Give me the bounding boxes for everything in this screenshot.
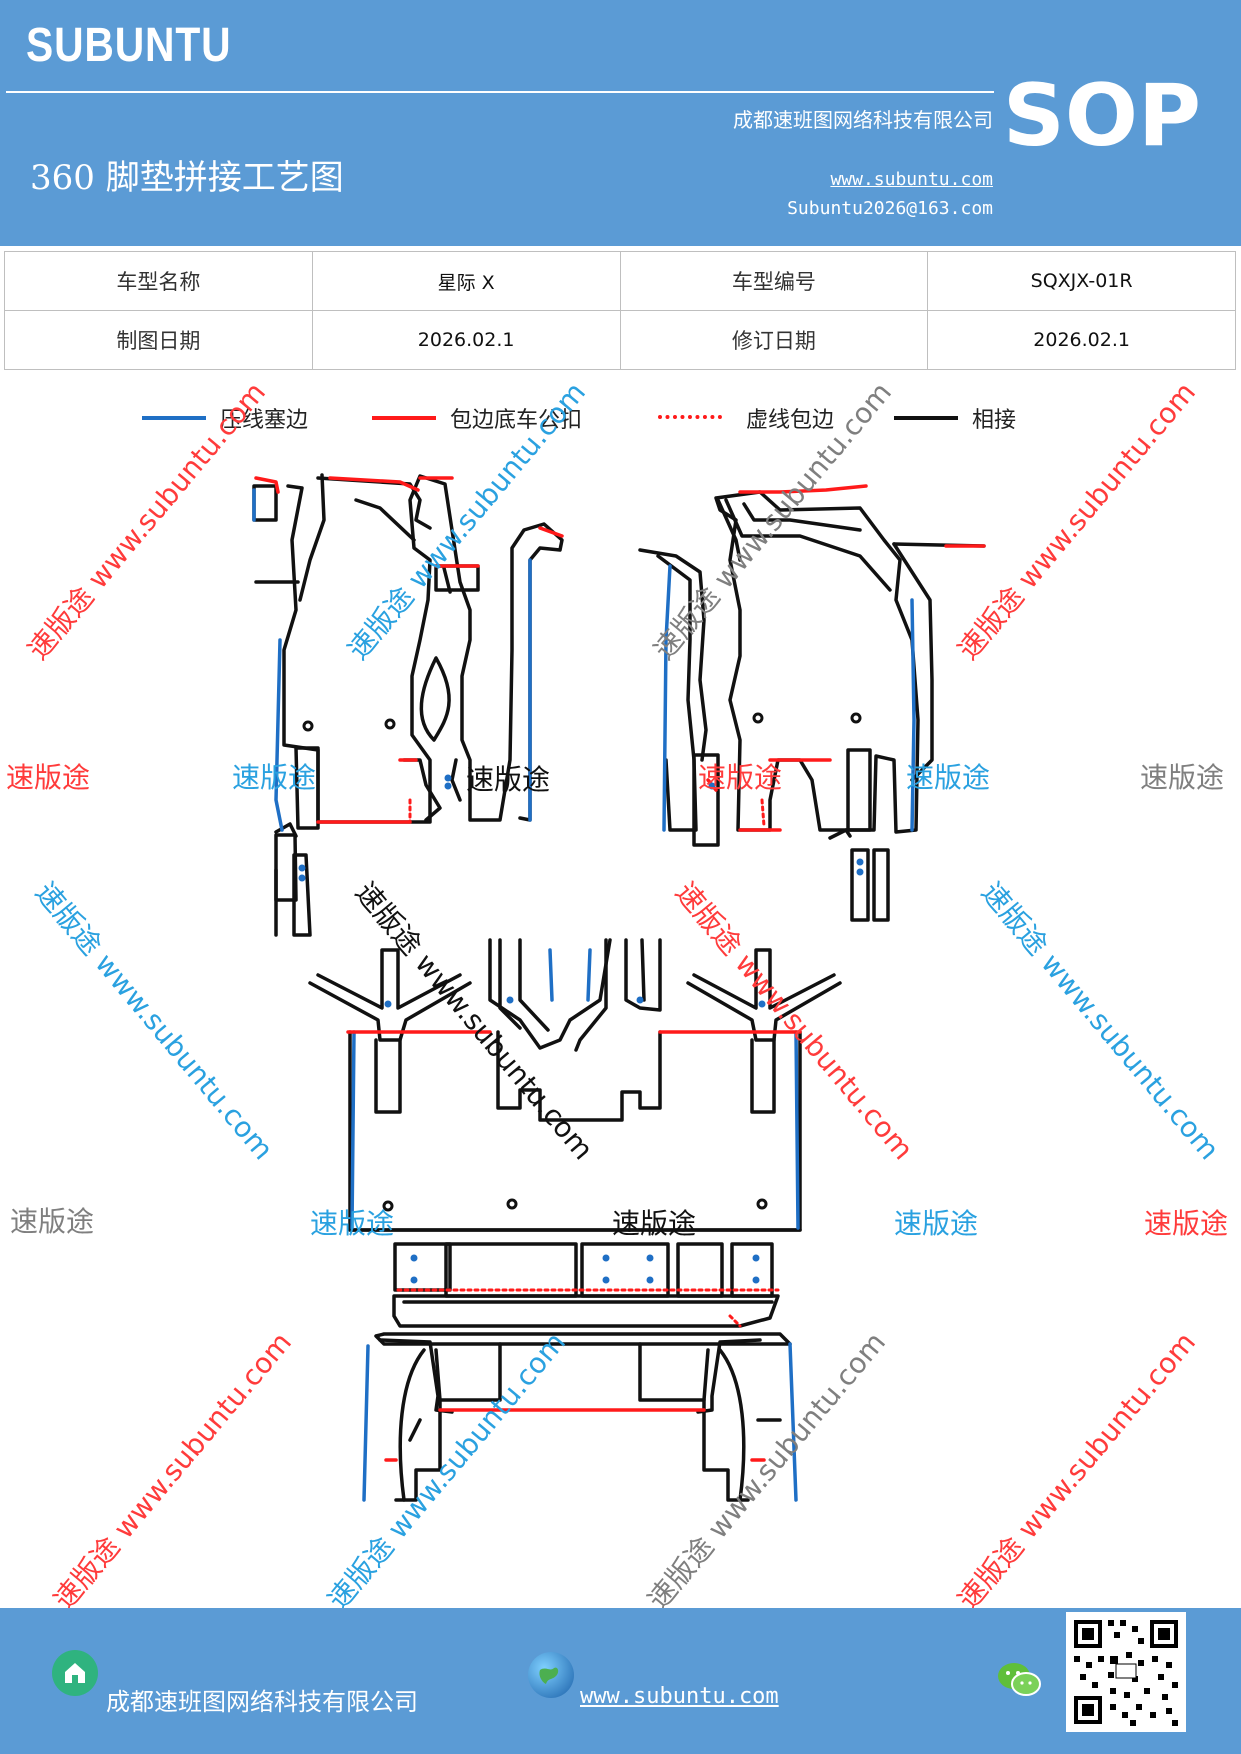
- header: SUBUNTU 成都速班图网络科技有限公司 www.subuntu.com Su…: [0, 0, 1241, 246]
- legend-label: 虚线包边: [746, 408, 835, 433]
- globe-icon: [528, 1652, 574, 1698]
- mat-outlines: [252, 473, 986, 1502]
- model-name-label: 车型名称: [4, 251, 313, 311]
- draw-date-label: 制图日期: [4, 310, 313, 370]
- watermark: 速版途: [1144, 1207, 1229, 1240]
- legend-item-dotted: 虚线包边: [658, 398, 834, 438]
- watermark: 速版途: [6, 761, 91, 794]
- wechat-icon[interactable]: [996, 1660, 1042, 1700]
- footer-company: 成都速班图网络科技有限公司: [106, 1688, 418, 1716]
- revise-date-label: 修订日期: [619, 310, 929, 370]
- info-table: 车型名称 星际 X 车型编号 SQXJX-01R 制图日期 2026.02.1 …: [4, 251, 1236, 370]
- qr-code: [1066, 1612, 1186, 1732]
- legend-item-red: 包边底车公扣: [372, 398, 582, 438]
- legend-swatch: [142, 416, 206, 420]
- watermark: 速版途: [612, 1207, 697, 1240]
- blue-edges: [252, 488, 916, 1502]
- header-divider: [6, 91, 994, 93]
- watermark: 速版途: [10, 1205, 95, 1238]
- clip-holes: [302, 712, 862, 1212]
- legend-swatch: [658, 415, 722, 419]
- legend-item-black: 相接: [894, 398, 1016, 438]
- document-title: 360 脚垫拼接工艺图: [30, 158, 344, 198]
- legend-item-blue: 压线塞边: [142, 398, 308, 438]
- watermark: 速版途: [894, 1207, 979, 1240]
- red-dotted-edges: [396, 798, 780, 1328]
- model-code-value: SQXJX-01R: [927, 251, 1236, 311]
- model-name-value: 星际 X: [311, 251, 621, 311]
- model-code-label: 车型编号: [619, 251, 929, 311]
- watermark: 速版途: [698, 761, 783, 794]
- home-icon: [52, 1650, 98, 1696]
- website-link[interactable]: www.subuntu.com: [830, 169, 993, 190]
- legend-swatch: [894, 416, 958, 420]
- watermark: 速版途: [466, 763, 551, 796]
- table-row: 车型名称 星际 X 车型编号 SQXJX-01R: [4, 251, 1236, 311]
- footer-website-link[interactable]: www.subuntu.com: [580, 1684, 779, 1709]
- brand-logo: SUBUNTU: [26, 19, 232, 72]
- clip-dots-blue: [298, 774, 864, 1284]
- watermark: 速版途: [232, 761, 317, 794]
- table-row: 制图日期 2026.02.1 修订日期 2026.02.1: [4, 310, 1236, 370]
- legend-label: 压线塞边: [220, 408, 309, 433]
- watermark: 速版途: [310, 1207, 395, 1240]
- watermark: 速版途: [1140, 761, 1225, 794]
- watermark: 速版途: [906, 761, 991, 794]
- legend-swatch: [372, 416, 436, 420]
- revise-date-value: 2026.02.1: [927, 310, 1236, 370]
- sop-badge: SOP: [1002, 66, 1201, 166]
- legend-label: 相接: [972, 408, 1017, 433]
- legend-label: 包边底车公扣: [450, 408, 583, 433]
- draw-date-value: 2026.02.1: [311, 310, 621, 370]
- red-edges: [254, 476, 986, 1462]
- company-name: 成都速班图网络科技有限公司: [733, 108, 993, 132]
- footer: 成都速班图网络科技有限公司 www.subuntu.com: [0, 1608, 1241, 1754]
- email-address: Subuntu2026@163.com: [787, 198, 993, 219]
